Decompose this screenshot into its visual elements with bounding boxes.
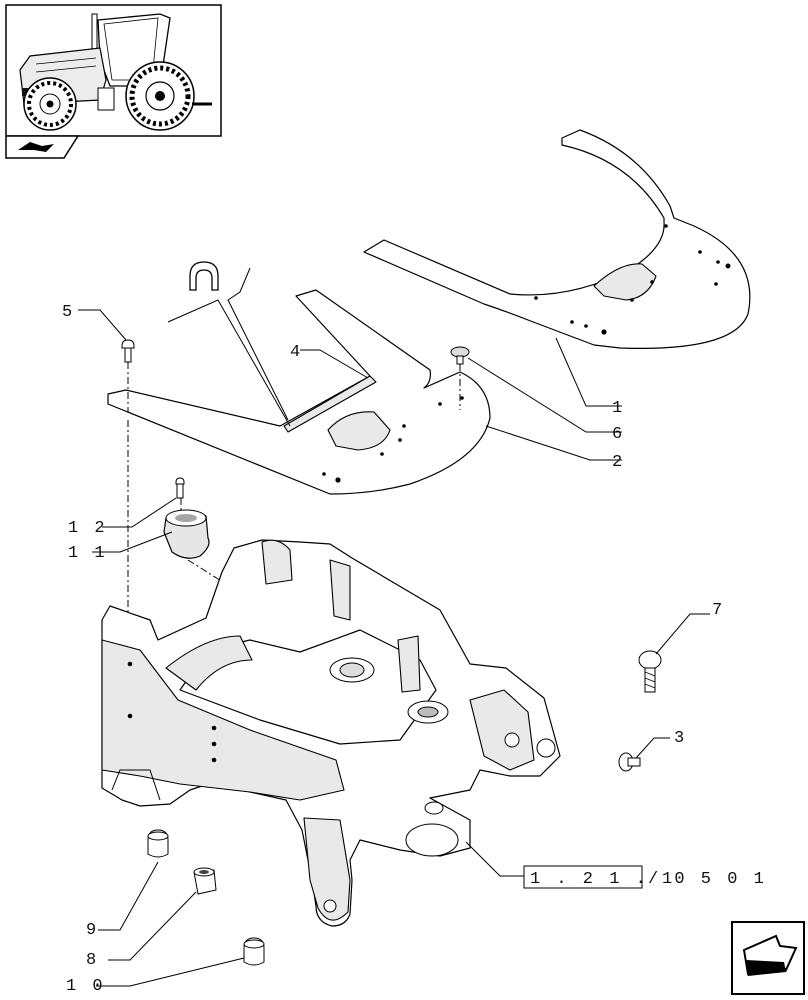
leader-lines: [78, 309, 710, 987]
cap-part-10: [243, 937, 265, 966]
callout-5: 5: [62, 303, 75, 322]
callout-11: 1 1: [68, 544, 108, 563]
section-arrow-icon: [5, 135, 80, 159]
callout-10: 1 0: [66, 977, 106, 996]
callout-9: 9: [86, 921, 99, 940]
bushing-part-11: [163, 509, 210, 559]
plate-part-1: [363, 129, 751, 349]
callout-1: 1: [612, 399, 625, 418]
plate-part-2: [107, 289, 491, 495]
screw-part-12: [175, 477, 185, 499]
front-support-frame: [101, 539, 561, 927]
callout-4: 4: [290, 343, 303, 362]
callout-3: 3: [674, 729, 687, 748]
bolt-part-5: [121, 339, 135, 363]
cap-part-9: [147, 829, 169, 858]
plug-part-8: [193, 867, 217, 895]
callout-6: 6: [612, 425, 625, 444]
next-page-arrow-icon[interactable]: [731, 921, 805, 995]
rivet-part-6: [450, 346, 470, 365]
callout-12: 1 2: [68, 519, 108, 538]
callout-2: 2: [612, 453, 625, 472]
callout-7: 7: [712, 601, 725, 620]
reference-code: 1 . 2 1 . 1: [530, 870, 675, 889]
screw-part-3: [618, 752, 641, 772]
bolt-part-7: [638, 650, 662, 693]
callout-8: 8: [86, 951, 99, 970]
reference-label[interactable]: 1 . 2 1 . 1 / 0 5 0 1: [523, 865, 767, 889]
reference-suffix: / 0 5 0 1: [648, 870, 767, 889]
channel-profile-part-4: [167, 261, 291, 427]
tractor-thumbnail-icon: [5, 4, 222, 137]
